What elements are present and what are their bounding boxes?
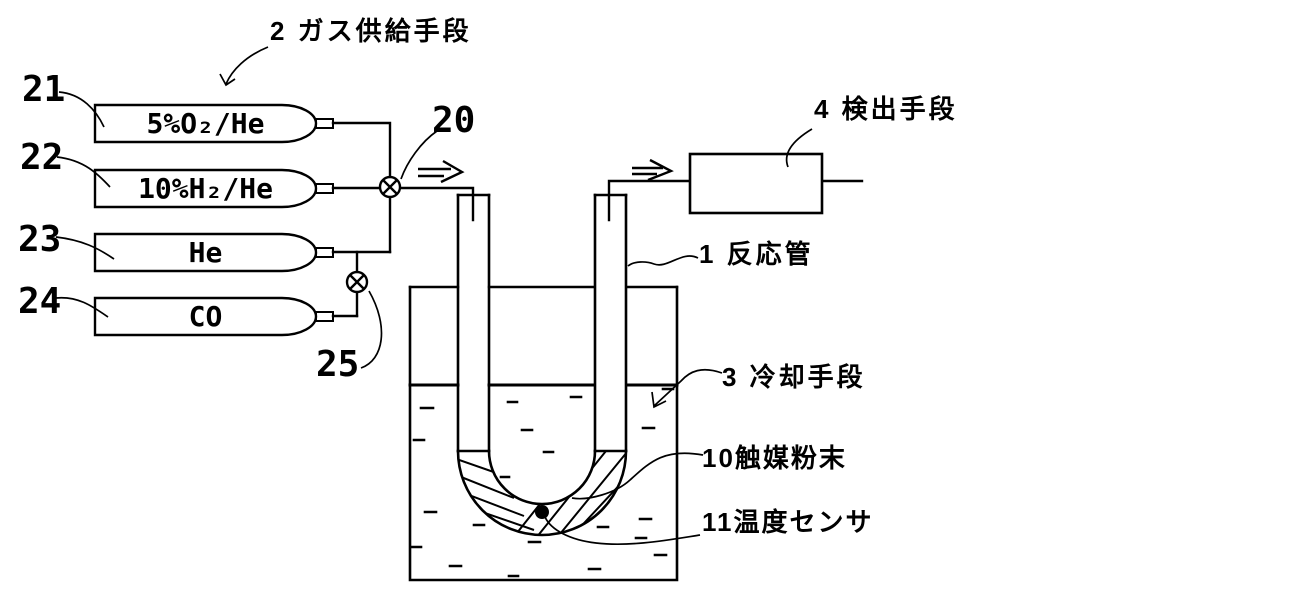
label-reaction-tube: 1 反応管 [699, 239, 814, 269]
leader-cylinder-24 [55, 296, 109, 318]
ref-cylinder-22: 22 [20, 137, 64, 178]
valve-20-icon [378, 175, 402, 199]
beaker [408, 285, 679, 582]
leader-lines [55, 46, 813, 546]
water-dashes [410, 387, 675, 578]
label-catalyst-powder: 10触媒粉末 [702, 443, 847, 473]
leader-valve-25 [360, 290, 383, 369]
detector-box [688, 152, 824, 215]
temperature-sensor-dot [535, 505, 549, 519]
label-gas-supply: 2 ガス供給手段 [270, 16, 472, 46]
ref-cylinder-23: 23 [18, 219, 62, 260]
ref-valve-20: 20 [432, 100, 476, 141]
cylinder-24-gas-label: CO [188, 300, 223, 333]
label-detector: 4 検出手段 [814, 94, 958, 124]
leader-reaction-tube [627, 255, 699, 267]
flow-arrow-outlet [632, 158, 674, 182]
cylinder-22-gas-label: 10%H₂/He [138, 172, 273, 205]
catalyst-hatching [458, 451, 626, 535]
ref-cylinder-21: 21 [22, 69, 66, 110]
leader-catalyst [571, 452, 704, 500]
valve-25-icon [345, 270, 369, 294]
ref-valve-25: 25 [316, 344, 360, 385]
leader-detector [785, 128, 813, 168]
label-temperature-sensor: 11温度センサ [702, 507, 874, 537]
cylinder-21-gas-label: 5%O₂/He [146, 107, 265, 140]
gas-piping [331, 121, 864, 318]
leader-temp-sensor [544, 516, 701, 546]
cylinder-23-gas-label: He [188, 236, 223, 269]
leader-valve-20 [400, 130, 438, 180]
label-cooling: 3 冷却手段 [722, 362, 866, 392]
leader-cylinder-23 [55, 236, 115, 260]
ref-cylinder-24: 24 [18, 281, 62, 322]
leader-cooling [651, 368, 723, 409]
leader-gas-supply [219, 46, 269, 87]
leader-cylinder-22 [56, 156, 111, 188]
leader-cylinder-21 [58, 91, 105, 128]
flow-arrow-inlet [418, 159, 465, 184]
